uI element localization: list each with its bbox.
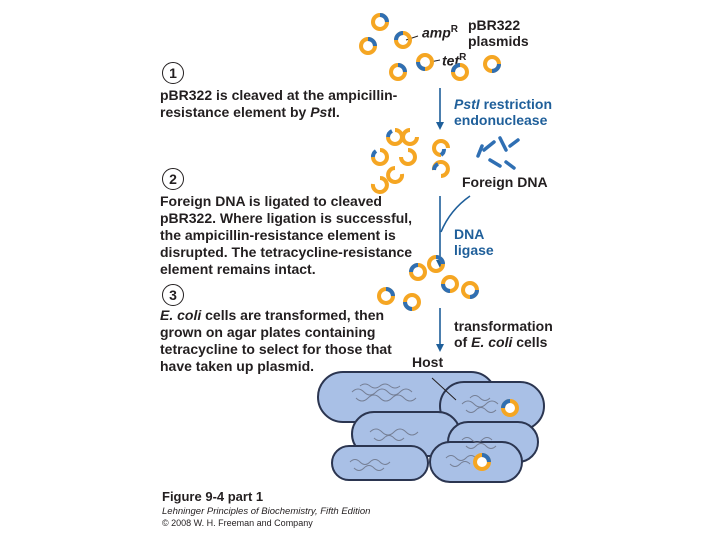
step-3-text-rest: cells are transformed, then grown on aga… — [160, 307, 392, 374]
plasmid-6 — [451, 63, 469, 81]
plasmid-7 — [483, 55, 501, 73]
recombinant-plasmid-3 — [441, 275, 459, 293]
plasmid-4 — [416, 53, 434, 71]
cleaved-plasmid-2 — [401, 128, 419, 146]
tet-sup: R — [459, 52, 467, 63]
step-3-text-em: E. coli — [160, 307, 202, 323]
amp-sup: R — [450, 24, 459, 35]
ligase-curve — [440, 195, 471, 233]
cleaved-plasmid-1 — [386, 128, 404, 146]
recombinant-plasmid-1 — [409, 263, 427, 281]
step-2-text: Foreign DNA is ligated to cleaved pBR322… — [160, 193, 413, 277]
step-3-number: 3 — [162, 284, 184, 306]
step-3-text: E. coli cells are transformed, then grow… — [160, 307, 392, 375]
ecoli-cell-5 — [331, 445, 429, 481]
step-1-number: 1 — [162, 62, 184, 84]
figure-caption: Figure 9-4 part 1 — [162, 489, 264, 504]
cell-plasmid-1 — [501, 399, 519, 417]
restriction-text: restriction — [479, 96, 553, 112]
cleaved-plasmid-5 — [432, 139, 450, 157]
recombinant-plasmid-5 — [377, 287, 395, 305]
plasmid-5 — [389, 63, 407, 81]
cleaved-plasmid-8 — [431, 160, 450, 178]
ecoli-text: E. coli — [471, 334, 513, 350]
step-1-text-em: Pst — [310, 104, 332, 120]
recombinant-plasmid-6 — [403, 293, 421, 311]
cleaved-plasmid-7 — [386, 166, 405, 184]
host-dna-scribbles — [349, 383, 499, 471]
cleaved-plasmid-4 — [399, 148, 417, 166]
host-dna-pointer — [431, 377, 457, 401]
foreign-dna-fragments — [476, 136, 520, 170]
amp-text: amp — [422, 24, 451, 41]
recombinant-plasmid-4 — [461, 281, 479, 299]
cleaved-plasmid-6 — [370, 176, 389, 194]
amp-label: ampR — [422, 22, 458, 41]
pst-i-text: PstI — [454, 96, 480, 112]
of-text: of — [454, 334, 472, 350]
ecoli-cells — [317, 371, 545, 483]
cleaved-plasmid-3 — [371, 148, 389, 166]
step-1-text-b: I. — [331, 104, 340, 120]
plasmid-1 — [359, 37, 377, 55]
copyright-caption: © 2008 W. H. Freeman and Company — [162, 518, 313, 528]
cells-text: cells — [512, 334, 548, 350]
cell-plasmid-2 — [473, 453, 491, 471]
step-1-text-a: pBR322 is cleaved at the ampicillin- res… — [160, 87, 398, 120]
plasmids-label: pBR322 plasmids — [468, 17, 529, 49]
foreign-dna-label: Foreign DNA — [462, 174, 548, 190]
plasmid-2 — [394, 31, 412, 49]
dna-ligase-label: DNA ligase — [454, 226, 494, 258]
plasmid-3 — [371, 13, 389, 31]
transformation-text: transformation — [454, 318, 553, 334]
endonuclease-text: endonuclease — [454, 112, 548, 128]
step-1-text: pBR322 is cleaved at the ampicillin- res… — [160, 87, 397, 121]
book-caption: Lehninger Principles of Biochemistry, Fi… — [162, 506, 371, 517]
recombinant-plasmid-2 — [427, 255, 445, 273]
step-2-number: 2 — [162, 168, 184, 190]
